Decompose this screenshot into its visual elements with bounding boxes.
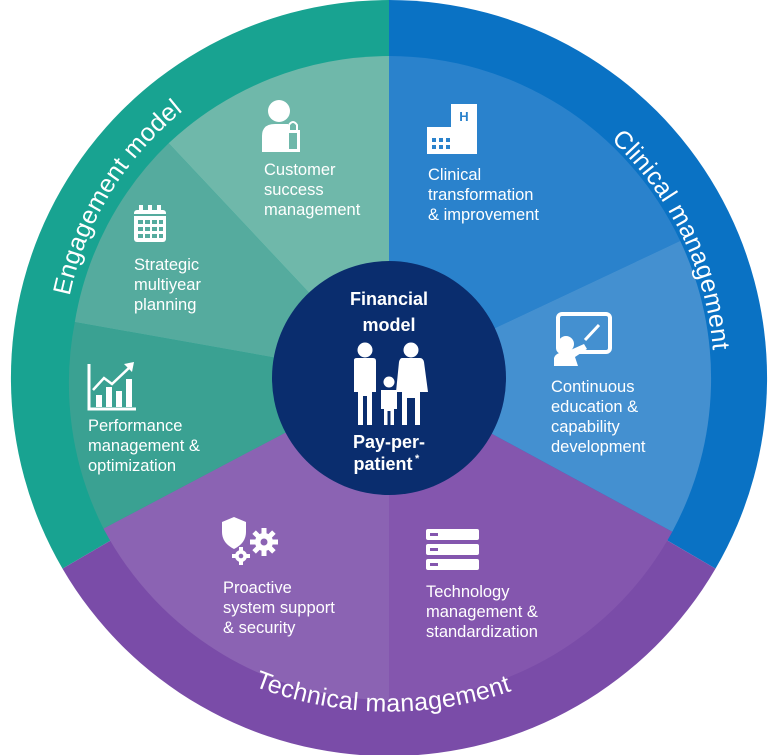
growth-chart-icon — [87, 362, 136, 411]
financial-model-center: Financial model Pay-per- patient * — [272, 261, 506, 495]
server-icon — [426, 529, 479, 570]
calendar-icon — [134, 205, 166, 242]
technology-management-segment: Technology management & standardization — [426, 529, 543, 641]
customer-success-segment: Customer success management — [262, 100, 361, 219]
customer-bag-icon — [262, 100, 300, 152]
svg-text:H: H — [459, 109, 468, 124]
clinical-transformation-segment: H Clinical transformation & improvement — [427, 104, 539, 224]
clinical-transformation-label: Clinical transformation & improvement — [428, 166, 539, 224]
teacher-board-icon — [554, 312, 612, 366]
proactive-support-segment: Proactive system support & security — [222, 517, 339, 637]
customer-success-label: Customer success management — [264, 161, 361, 219]
center-title-line-2: model — [362, 315, 415, 335]
center-title-line-1: Financial — [350, 289, 428, 309]
continuous-education-label: Continuous education & capability develo… — [551, 378, 646, 456]
continuous-education-segment: Continuous education & capability develo… — [551, 312, 646, 456]
center-subtitle-line-1: Pay-per- — [353, 432, 425, 452]
family-icon — [354, 342, 428, 425]
center-subtitle-line-2: patient — [353, 454, 412, 474]
segment-continuous-education — [389, 240, 712, 532]
strategic-planning-label: Strategic multiyear planning — [134, 256, 206, 314]
proactive-support-label: Proactive system support & security — [223, 579, 339, 637]
hospital-icon: H — [427, 104, 477, 154]
shield-gears-icon — [222, 517, 278, 565]
performance-management-label: Performance management & optimization — [88, 417, 205, 475]
performance-management-segment: Performance management & optimization — [87, 362, 205, 475]
technology-management-label: Technology management & standardization — [426, 583, 543, 641]
center-footnote-mark: * — [415, 453, 420, 465]
strategic-planning-segment: Strategic multiyear planning — [134, 205, 206, 314]
